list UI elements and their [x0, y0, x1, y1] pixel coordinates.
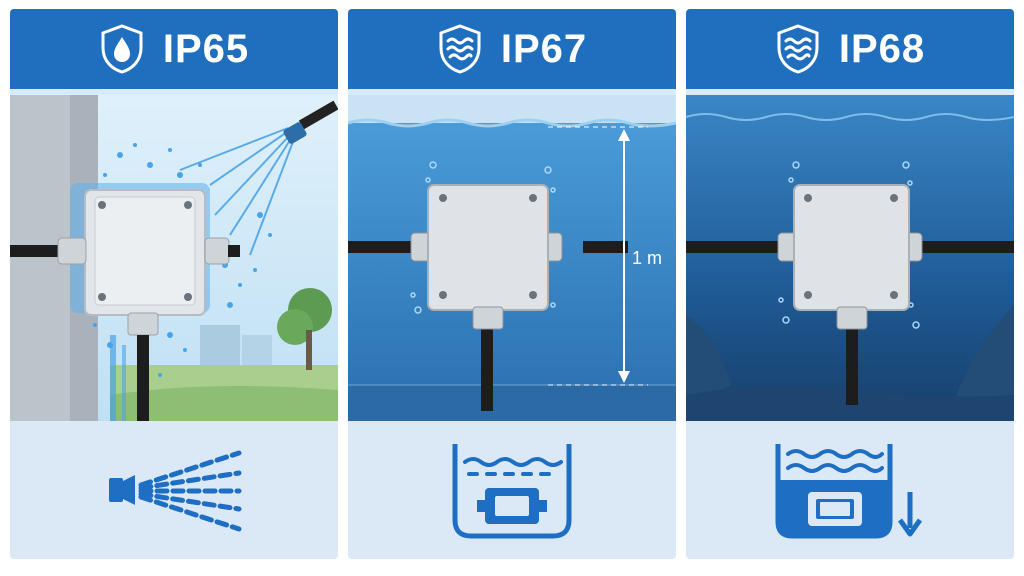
- rating-title: IP68: [838, 26, 926, 71]
- water-drop-shield-icon: [101, 24, 143, 74]
- submerged-scene: 1 m: [348, 95, 676, 421]
- ip65-panel: IP65: [10, 9, 338, 559]
- ip65-footer: [10, 421, 338, 559]
- waves-shield-icon: [777, 24, 819, 74]
- rating-title: IP67: [500, 26, 588, 71]
- box-deep-water-arrow-icon: [775, 444, 923, 539]
- deep-submerged-scene: [686, 95, 1014, 421]
- ip68-panel: IP68: [686, 9, 1014, 559]
- waves-shield-icon: [439, 24, 481, 74]
- rating-title: IP65: [162, 26, 250, 71]
- depth-label: 1 m: [632, 248, 663, 268]
- ip67-footer: [348, 421, 676, 559]
- box-in-water-tank-icon: [452, 444, 572, 539]
- water-jet-scene: [10, 95, 338, 421]
- ip68-footer: [686, 421, 1014, 559]
- ip67-header: IP67: [348, 9, 676, 89]
- spray-nozzle-icon: [109, 450, 242, 532]
- ip65-header: IP65: [10, 9, 338, 89]
- ip67-panel: IP67: [348, 9, 676, 559]
- ip68-header: IP68: [686, 9, 1014, 89]
